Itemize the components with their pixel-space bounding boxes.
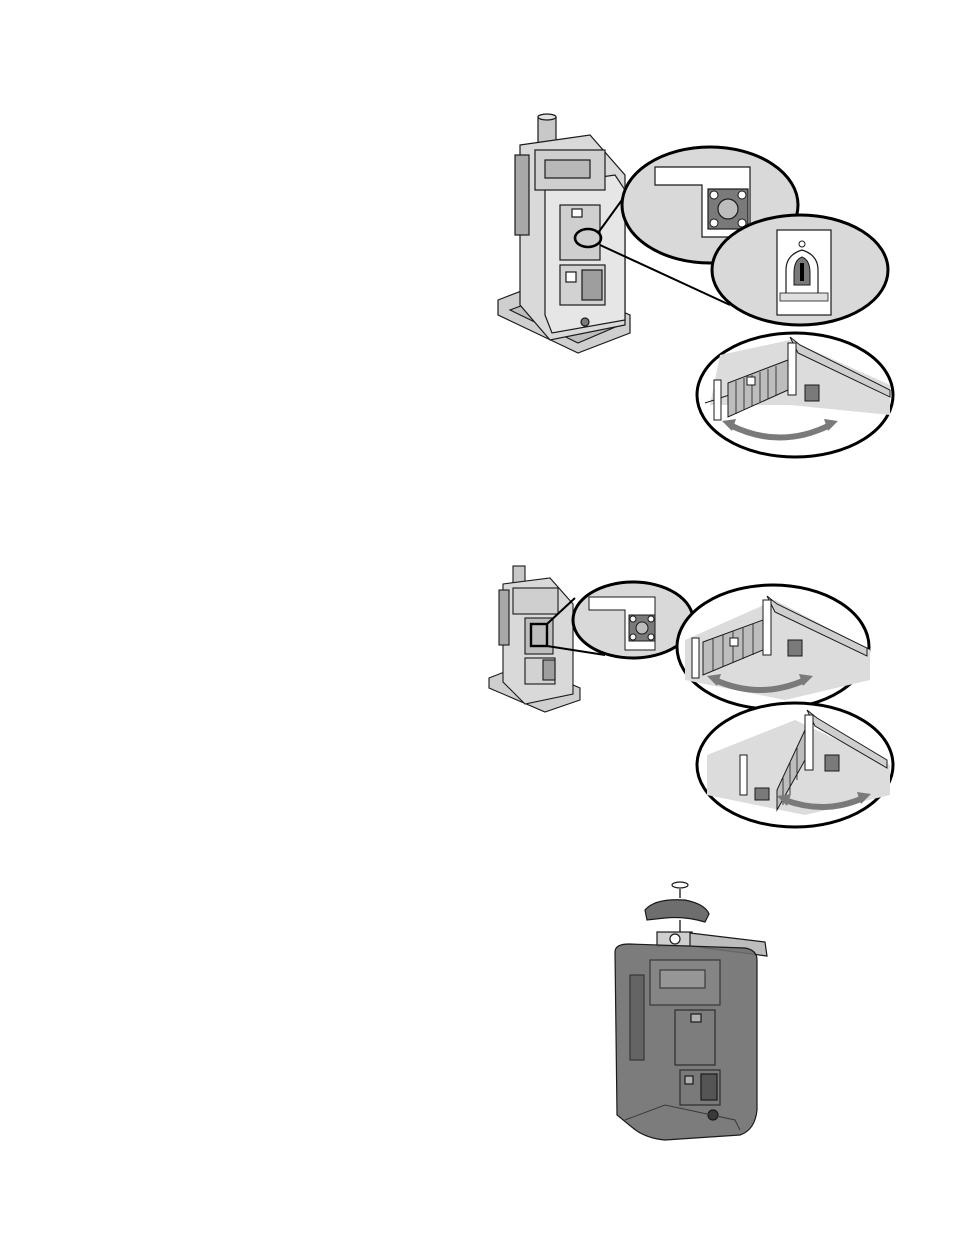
- circuit-breaker-detail-2: [573, 582, 693, 658]
- figure-3-svg: [605, 880, 785, 1142]
- figure-cover-installation: [605, 880, 785, 1142]
- gate-swing-scene-b: [697, 703, 893, 827]
- gate-swing-scene-a: [677, 585, 870, 709]
- single-gate-swing-scene: [697, 333, 893, 457]
- figure-operator-breaker: [485, 560, 910, 835]
- figure-1-svg: [490, 105, 910, 465]
- figure-2-svg: [485, 560, 910, 835]
- power-switch-detail: [712, 215, 888, 325]
- figure-operator-breaker-switch: [490, 105, 910, 465]
- operator-cover-illustration: [615, 882, 767, 1140]
- gate-operator-illustration-small: [489, 566, 580, 712]
- gate-operator-illustration: [498, 114, 630, 353]
